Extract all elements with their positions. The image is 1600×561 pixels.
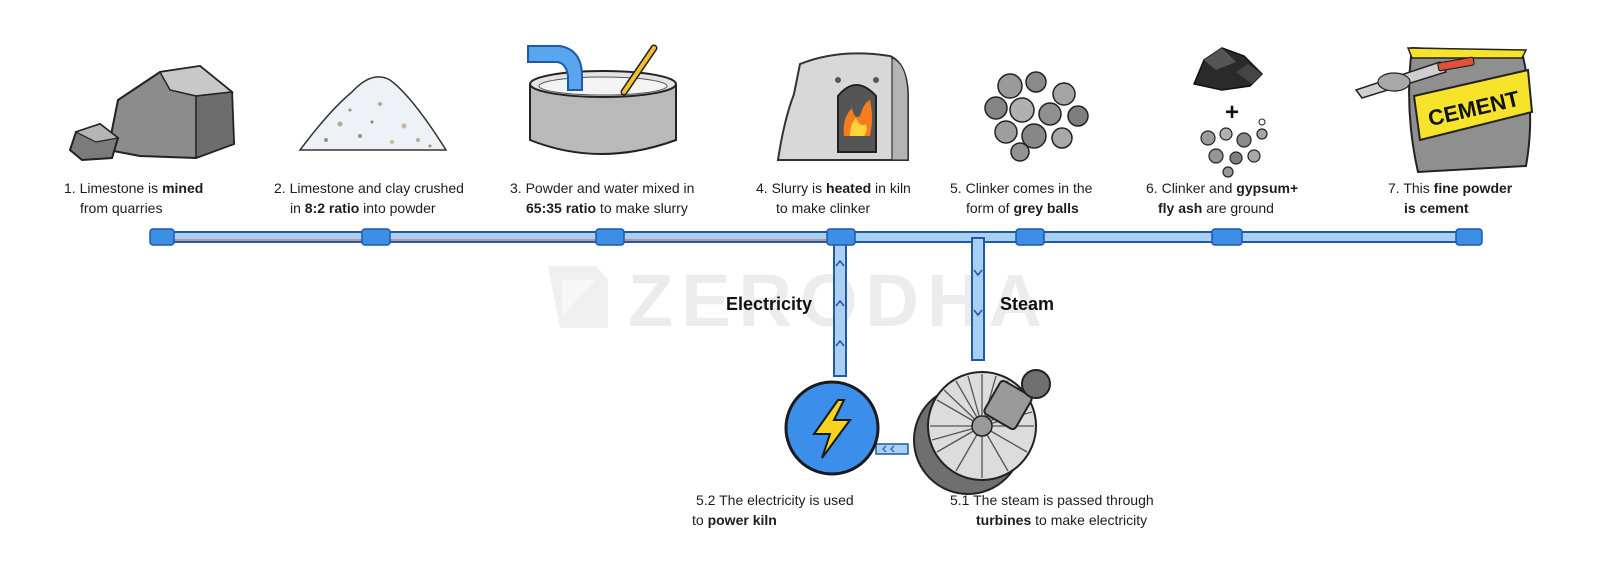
powder-pile-icon	[298, 76, 448, 151]
step-5-caption: 5. Clinker comes in the form of grey bal…	[950, 180, 1093, 216]
electricity-pipe	[833, 237, 847, 377]
pipe-joint	[361, 228, 391, 246]
step-3-caption: 3. Powder and water mixed in 65:35 ratio…	[510, 180, 695, 216]
clinker-balls-icon	[984, 71, 1089, 162]
turbine-icon	[913, 369, 1051, 495]
steam-pipe	[971, 237, 985, 361]
plus-sign: +	[1225, 99, 1239, 126]
pipe-joint	[1455, 228, 1483, 246]
pipe-joint	[1211, 228, 1243, 246]
pipe-joint	[149, 228, 175, 246]
cement-bag-icon: CEMENT	[1354, 46, 1534, 174]
pipe-joint	[1015, 228, 1045, 246]
step-5-2-caption: 5.2 The electricity is used to power kil…	[692, 492, 854, 528]
step-6-caption: 6. Clinker and gypsum+ fly ash are groun…	[1146, 180, 1299, 216]
turbine-generator-link	[875, 443, 909, 455]
zerodha-logo-mark	[548, 266, 608, 328]
pipe-joint	[595, 228, 625, 246]
steam-label: Steam	[1000, 294, 1055, 314]
main-pipe	[157, 231, 1473, 243]
step-1-caption: 1. Limestone is mined from quarries	[64, 180, 204, 216]
electricity-label: Electricity	[726, 294, 813, 314]
step-7-caption: 7. This fine powder is cement	[1388, 180, 1513, 216]
mixing-tank-icon	[527, 44, 677, 155]
rocks-icon	[68, 64, 236, 162]
step-5-1-caption: 5.1 The steam is passed through turbines…	[950, 492, 1154, 528]
pipe-joint	[826, 228, 856, 246]
clinker-gypsum-icon: +	[1192, 47, 1268, 178]
kiln-icon	[776, 52, 909, 161]
lightning-bolt-icon	[812, 399, 852, 459]
step-2-caption: 2. Limestone and clay crushed in 8:2 rat…	[274, 180, 464, 216]
pipe-joints	[149, 228, 1483, 246]
step-4-caption: 4. Slurry is heated in kiln to make clin…	[756, 180, 911, 216]
generator-icon	[784, 380, 880, 476]
